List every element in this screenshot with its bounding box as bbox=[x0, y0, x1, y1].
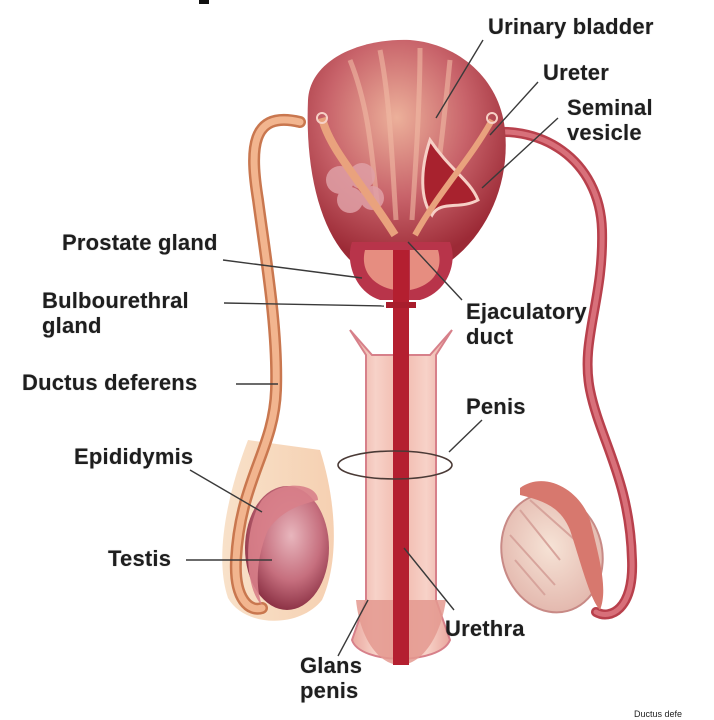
leader-line-glans-penis-1 bbox=[337, 599, 369, 657]
label-seminal-vesicle-line1: Seminal bbox=[567, 95, 653, 120]
label-urethra: Urethra bbox=[445, 616, 525, 641]
label-ejaculatory-duct-line2: duct bbox=[466, 324, 514, 349]
leader-lines bbox=[186, 39, 559, 657]
clipped-title-fragment bbox=[199, 0, 209, 4]
label-testis: Testis bbox=[108, 546, 172, 571]
label-bulbourethral-gland-line1: Bulbourethral bbox=[42, 288, 189, 313]
label-prostate-gland: Prostate gland bbox=[62, 230, 218, 255]
label-penis: Penis bbox=[466, 394, 526, 419]
label-ureter: Ureter bbox=[543, 60, 610, 85]
leader-line-seminal-vesicle-1 bbox=[481, 117, 559, 189]
label-ejaculatory-duct-line1: Ejaculatory bbox=[466, 299, 587, 324]
label-ductus-deferens: Ductus deferens bbox=[22, 370, 198, 395]
leader-line-bulbourethral-gland-1 bbox=[223, 302, 385, 307]
label-seminal-vesicle-line2: vesicle bbox=[567, 120, 642, 145]
label-epididymis: Epididymis bbox=[74, 444, 194, 469]
leader-line-prostate-gland bbox=[222, 259, 363, 279]
label-urinary-bladder: Urinary bladder bbox=[488, 14, 654, 39]
leader-line-urinary-bladder bbox=[435, 39, 484, 119]
leader-line-epididymis bbox=[189, 469, 263, 513]
leader-line-ejaculatory-duct-1 bbox=[407, 241, 463, 301]
label-bulbourethral-gland-line2: gland bbox=[42, 313, 102, 338]
label-glans-penis-line1: Glans bbox=[300, 653, 363, 678]
leader-line-ureter bbox=[489, 81, 539, 136]
leader-line-urethra bbox=[403, 547, 455, 611]
label-glans-penis-line2: penis bbox=[300, 678, 359, 703]
clipped-caption: Ductus defe bbox=[634, 709, 683, 719]
leader-line-penis bbox=[448, 419, 483, 453]
